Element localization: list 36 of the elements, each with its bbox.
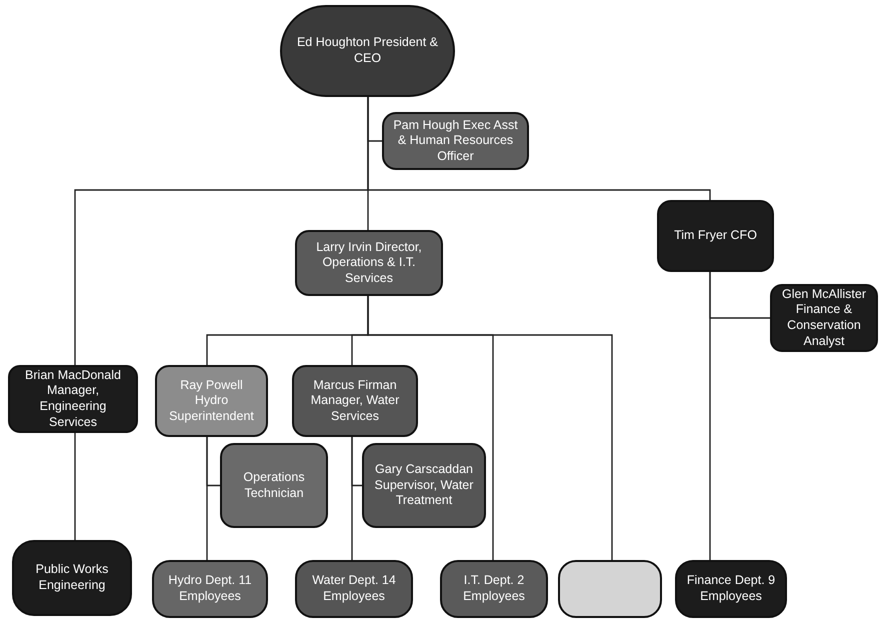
org-box [362, 443, 486, 528]
org-box [382, 112, 529, 170]
org-box [295, 560, 413, 618]
connector-line [367, 97, 711, 200]
org-box [295, 230, 443, 296]
node-text: Ray Powell Hydro Superintendent [168, 378, 255, 424]
node-text: Glen McAllister Finance & Conservation Analyst [780, 286, 868, 350]
node-text: Brian MacDonald Manager, Engineering Services [24, 368, 122, 430]
node-text: Operations Technician [242, 470, 306, 502]
node-text: Marcus Firman Manager, Water Services [310, 378, 400, 424]
empty-box [558, 560, 662, 618]
org-box [292, 365, 418, 437]
org-box [8, 365, 138, 433]
org-box [770, 284, 878, 352]
org-box [12, 540, 132, 616]
node-text: Finance Dept. 9 Employees [686, 573, 776, 605]
org-box [220, 443, 328, 528]
connector-line [351, 437, 353, 560]
org-box [675, 560, 787, 618]
node-text: Gary Carscaddan Supervisor, Water Treatment [374, 462, 474, 509]
connector-line [709, 272, 711, 560]
node-text: Public Works Engineering [34, 562, 110, 594]
org-box [440, 560, 548, 618]
node-text: Pam Hough Exec Asst & Human Resources Officer [392, 118, 519, 164]
node-text: Ed Houghton President & CEO [296, 35, 440, 67]
connector-line [367, 296, 613, 560]
connector-line [74, 433, 76, 540]
connector-line [206, 437, 208, 560]
node-text: Tim Fryer CFO [674, 228, 757, 244]
node-text: Hydro Dept. 11 Employees [167, 573, 253, 605]
org-box [657, 200, 774, 272]
node-text: I.T. Dept. 2 Employees [462, 573, 526, 605]
org-box [152, 560, 268, 618]
org-box [155, 365, 268, 437]
node-text: Larry Irvin Director, Operations & I.T. Services [315, 240, 423, 286]
node-text: Water Dept. 14 Employees [311, 573, 397, 605]
